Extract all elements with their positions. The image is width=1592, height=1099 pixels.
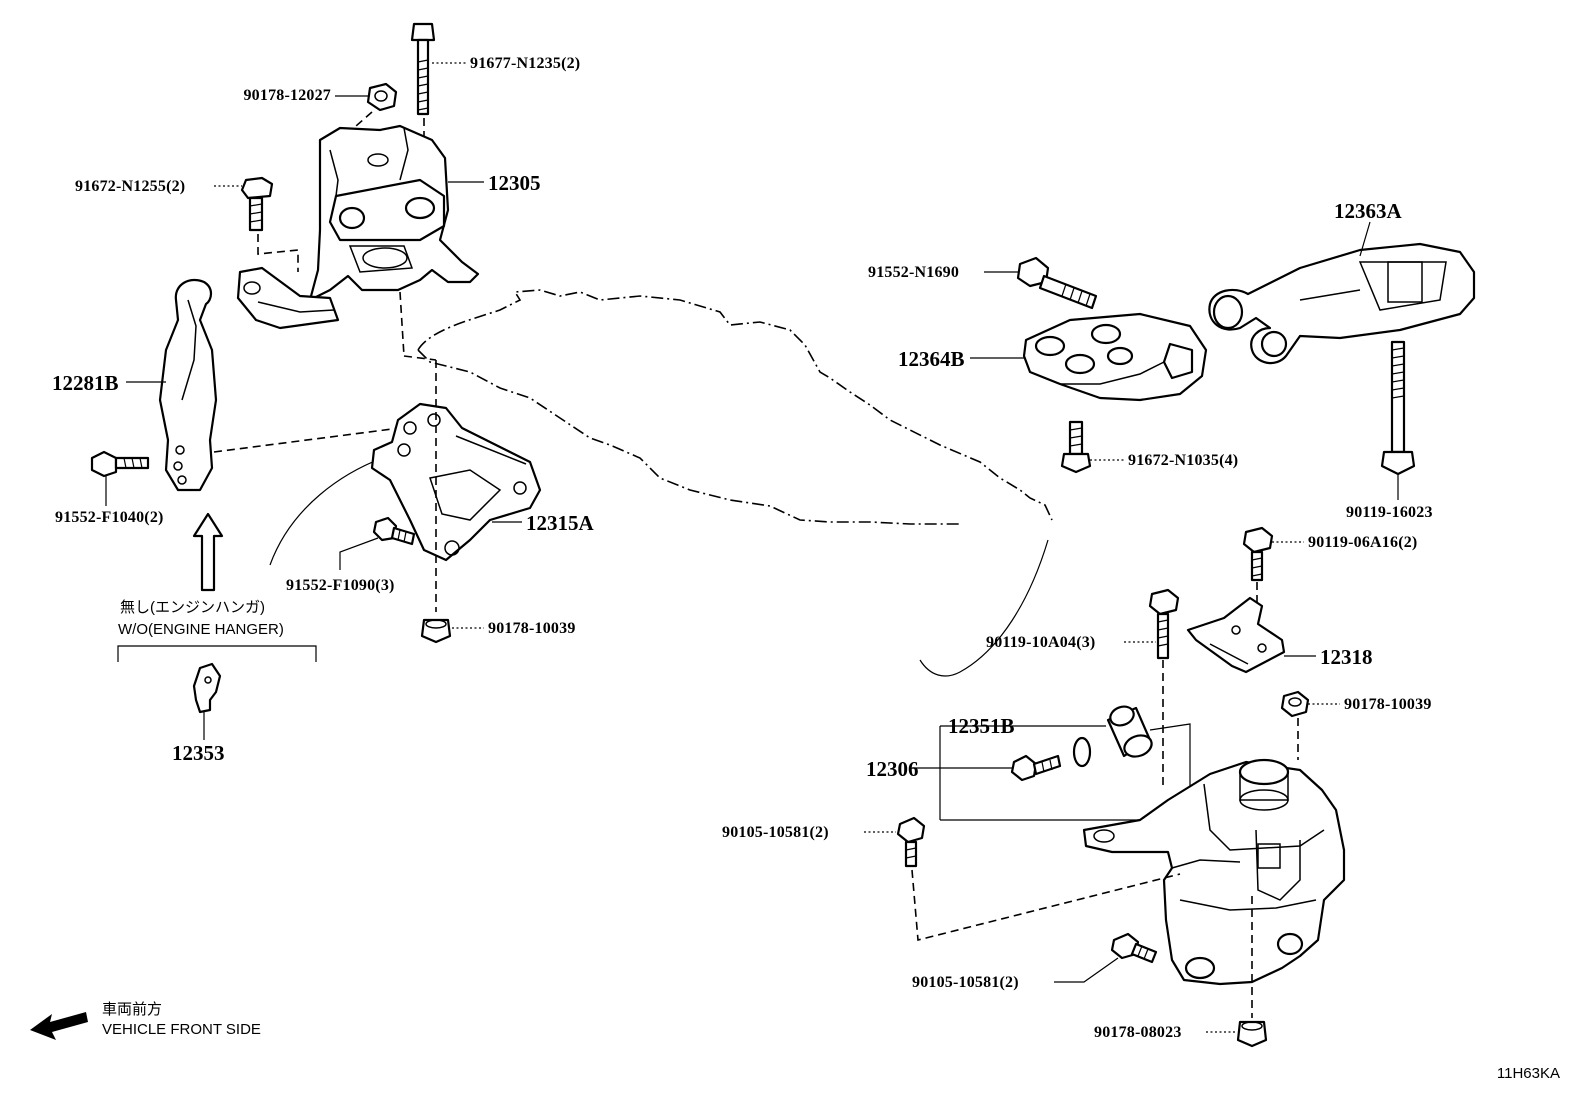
label-91552-N1690: 91552-N1690 <box>868 264 959 281</box>
label-12353: 12353 <box>172 741 225 765</box>
label-12281B: 12281B <box>52 371 119 395</box>
label-12363A: 12363A <box>1334 199 1403 223</box>
nut-90178-10039-left <box>420 618 452 644</box>
engine-hanger-12281B <box>158 278 218 492</box>
variant-note-en: W/O(ENGINE HANGER) <box>118 621 284 638</box>
variant-bracket <box>117 645 317 662</box>
bracket-12318 <box>1186 596 1286 674</box>
engine-outline <box>417 289 1053 521</box>
engine-outline-arc-right <box>919 539 1049 677</box>
label-91552-F1090: 91552-F1090(3) <box>286 577 395 594</box>
label-91672-N1035: 91672-N1035(4) <box>1128 452 1238 469</box>
bolt-91672-N1035 <box>1060 420 1092 474</box>
label-12306: 12306 <box>866 757 919 781</box>
label-91552-F1040: 91552-F1040(2) <box>55 509 164 526</box>
group-bracket-12306 <box>939 723 1191 821</box>
label-90178-08023: 90178-08023 <box>1094 1024 1182 1041</box>
bolt-91552-F1040 <box>90 450 150 478</box>
label-12351B: 12351B <box>948 714 1015 738</box>
orientation-label-jp: 車両前方 <box>102 1001 162 1018</box>
transmission-mount-12306 <box>1082 758 1346 986</box>
bolt-90119-10A04 <box>1148 588 1180 660</box>
variant-arrow-icon <box>192 512 224 592</box>
bolt-90119-06A16 <box>1242 526 1274 582</box>
label-90178-10039-right: 90178-10039 <box>1344 696 1432 713</box>
engine-mount-12305 <box>236 124 480 330</box>
bolt-91672-N1255 <box>240 176 274 232</box>
label-90178-10039-left: 90178-10039 <box>488 620 576 637</box>
label-90178-12027: 90178-12027 <box>243 87 331 104</box>
bracket-12353 <box>192 662 222 714</box>
nut-90178-12027 <box>366 82 398 112</box>
bolt-90119-16023 <box>1380 340 1416 476</box>
label-12364B: 12364B <box>898 347 965 371</box>
label-91672-N1255: 91672-N1255(2) <box>75 178 185 195</box>
vehicle-front-arrow-icon <box>30 1012 88 1040</box>
torque-rod-12363A <box>1208 242 1476 365</box>
nut-90178-08023 <box>1236 1020 1268 1048</box>
label-12315A: 12315A <box>526 511 595 535</box>
bracket-12364B <box>1022 312 1208 402</box>
label-90105-10581-lower: 90105-10581(2) <box>912 974 1019 991</box>
bolt-91677-N1235 <box>410 22 436 116</box>
diagram-code: 11H63KA <box>1497 1065 1560 1082</box>
bolt-91552-N1690 <box>1016 256 1098 310</box>
stopper-12351B <box>1072 705 1153 768</box>
nut-90178-10039-right <box>1280 690 1310 718</box>
bolt-90105-10581-lower <box>1110 932 1158 964</box>
label-12318: 12318 <box>1320 645 1373 669</box>
bolt-90105-10581-upper <box>896 816 926 868</box>
label-90105-10581-upper: 90105-10581(2) <box>722 824 829 841</box>
label-90119-06A16: 90119-06A16(2) <box>1308 534 1417 551</box>
label-90119-10A04: 90119-10A04(3) <box>986 634 1095 651</box>
label-12305: 12305 <box>488 171 541 195</box>
orientation-label-en: VEHICLE FRONT SIDE <box>102 1021 261 1038</box>
bolt-91552-F1090 <box>372 516 416 546</box>
label-91677-N1235: 91677-N1235(2) <box>470 55 580 72</box>
bolt-12306-group <box>1010 754 1062 782</box>
variant-note-jp: 無し(エンジンハンガ) <box>120 599 265 616</box>
label-90119-16023: 90119-16023 <box>1346 504 1433 521</box>
bracket-12315A <box>370 402 542 562</box>
